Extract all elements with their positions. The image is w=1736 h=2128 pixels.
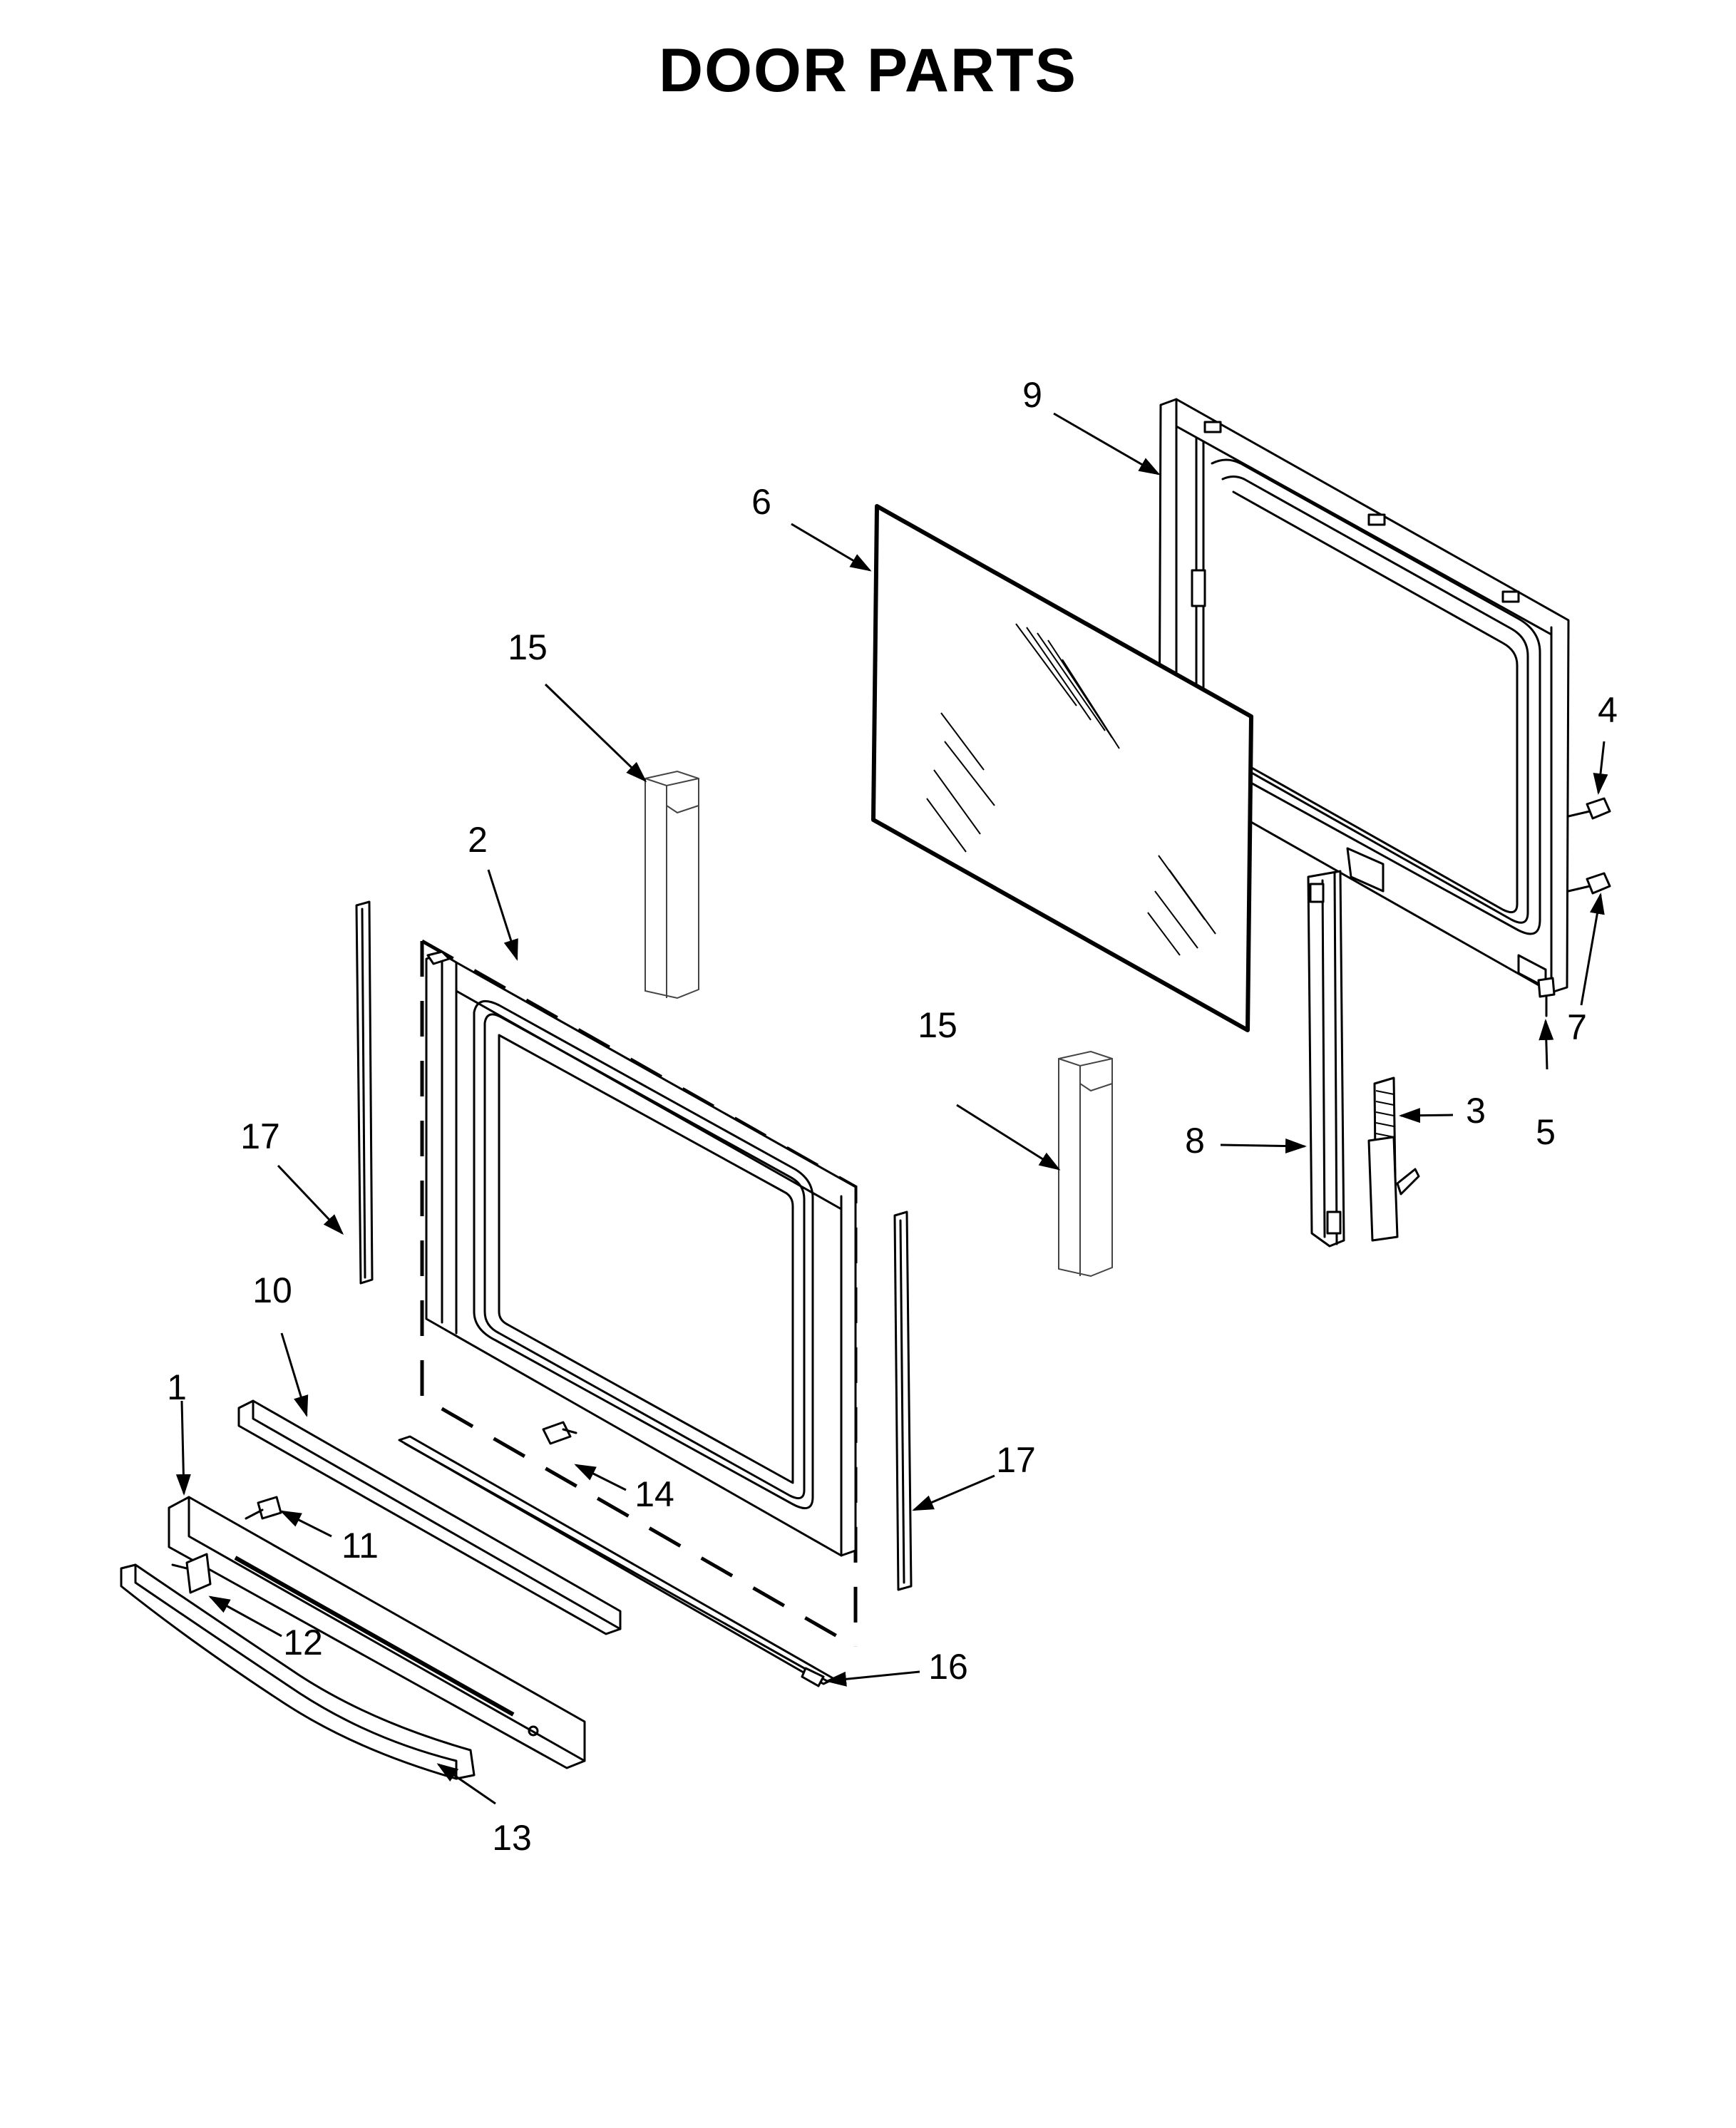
callout-17-left: 17 <box>240 1116 280 1156</box>
door-handle <box>120 1563 476 1780</box>
hinge-spring <box>1367 1076 1420 1242</box>
insulation-block-lower <box>1058 1050 1113 1278</box>
callout-17-right: 17 <box>996 1440 1036 1480</box>
leader-lines <box>175 412 1608 1805</box>
handle-screw <box>245 1496 282 1520</box>
callout-labels: 9 6 15 2 4 7 5 3 8 15 17 17 10 1 11 12 1… <box>167 375 1618 1858</box>
outer-door-panel <box>420 939 858 1649</box>
callout-15-lower: 15 <box>918 1005 957 1045</box>
callout-12: 12 <box>283 1623 323 1662</box>
page-title: DOOR PARTS <box>659 36 1077 105</box>
hinge-bracket <box>1307 870 1345 1248</box>
callout-11: 11 <box>341 1526 379 1566</box>
insulation-block-upper <box>644 770 699 999</box>
callout-9: 9 <box>1022 375 1042 415</box>
callout-3: 3 <box>1466 1091 1486 1131</box>
handle-bracket <box>168 1496 586 1769</box>
screw-upper <box>1567 797 1611 820</box>
side-trim-left <box>355 900 374 1285</box>
handle-end-cap <box>171 1553 212 1594</box>
callout-13: 13 <box>492 1818 532 1858</box>
callout-16: 16 <box>928 1647 968 1687</box>
callout-5: 5 <box>1536 1112 1556 1152</box>
door-clip <box>542 1421 577 1445</box>
callout-14: 14 <box>635 1474 674 1514</box>
callout-1: 1 <box>167 1367 187 1407</box>
bolt <box>1537 977 1556 1017</box>
callout-7: 7 <box>1567 1007 1587 1047</box>
callout-10: 10 <box>252 1270 292 1310</box>
callout-6: 6 <box>751 482 771 522</box>
callout-8: 8 <box>1185 1121 1205 1161</box>
screw-lower <box>1567 872 1611 895</box>
callout-4: 4 <box>1598 690 1618 730</box>
door-glass-panel <box>871 504 1253 1032</box>
inner-door-frame <box>1158 398 1570 994</box>
door-trim-bar <box>237 1399 622 1635</box>
callout-2: 2 <box>468 820 488 860</box>
callout-15-upper: 15 <box>508 627 548 667</box>
side-trim-right <box>893 1211 913 1591</box>
